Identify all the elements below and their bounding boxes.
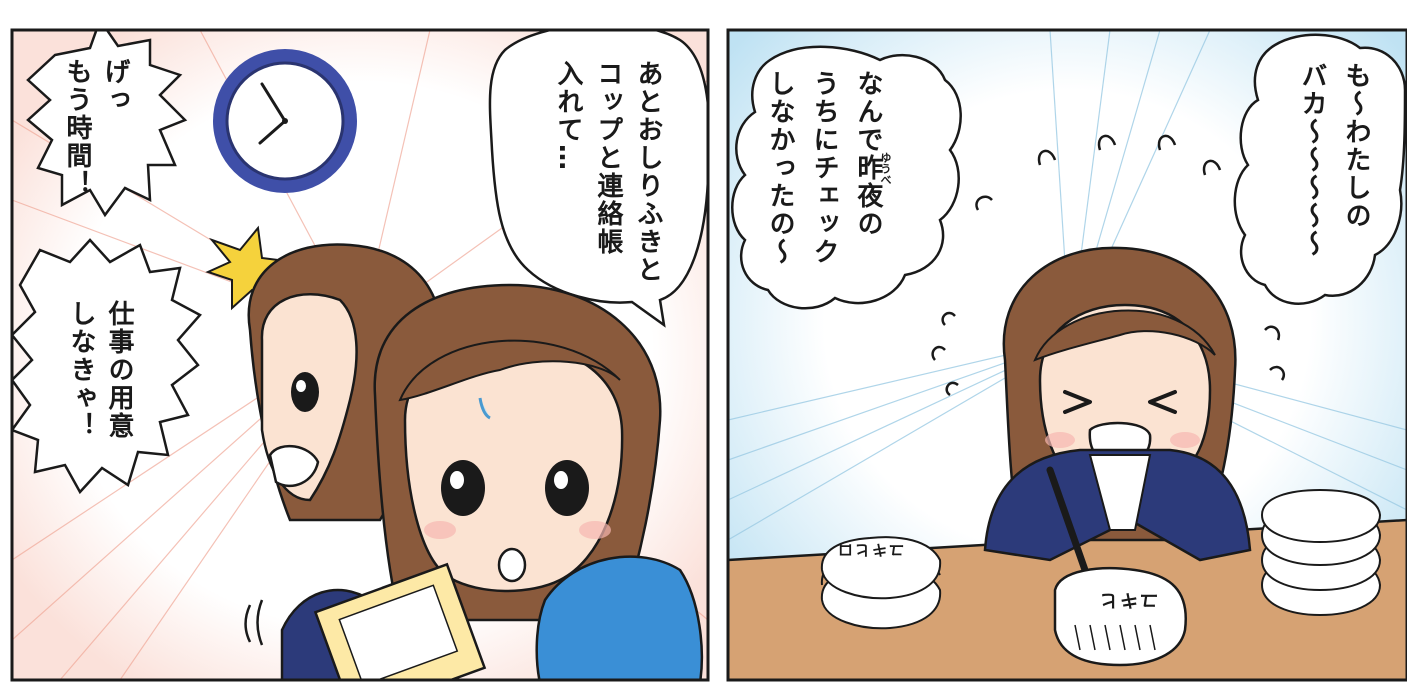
woman-front-facing [373,283,662,622]
notebook-folder [313,562,487,680]
speech-text-geh: げっ もう時間！ [62,58,130,198]
note-label-left: ユキヒロ [836,541,905,559]
right-panel [728,30,1407,680]
speech-text-wipes: あとおしりふきと コップと連絡帳 入れて… [553,60,663,284]
speech-bubble-wavy-right [1233,33,1407,305]
left-panel [12,30,708,680]
speech-bubble-round [488,30,708,328]
motion-marks [244,599,264,646]
blue-bag [535,555,704,680]
right-panel-border [726,28,1407,682]
woman-at-desk [983,246,1252,574]
notebook-on-desk [1053,566,1187,667]
speech-text-why: なんで昨夜の うちにチェック しなかったの～ [765,70,883,266]
left-panel-border [10,28,710,682]
speech-bubble-spiky-top [26,30,188,218]
speech-ruby-yuube: ゆうべ [879,152,892,185]
notebook-stack-left [820,536,942,630]
worry-marks [931,134,1286,397]
wall-clock [213,49,357,193]
speech-bubble-spiky-middle [12,238,202,495]
notebook-stack-right [1260,488,1382,617]
speech-bubble-wavy-left [731,45,962,310]
speech-text-baka: も～わたしの バカ～～～～～ [1297,62,1371,258]
speech-text-prepare: 仕事の用意 しなきゃ！ [66,300,134,440]
note-label-center: ユキヒ [1098,589,1158,610]
note-lines [1074,624,1156,651]
